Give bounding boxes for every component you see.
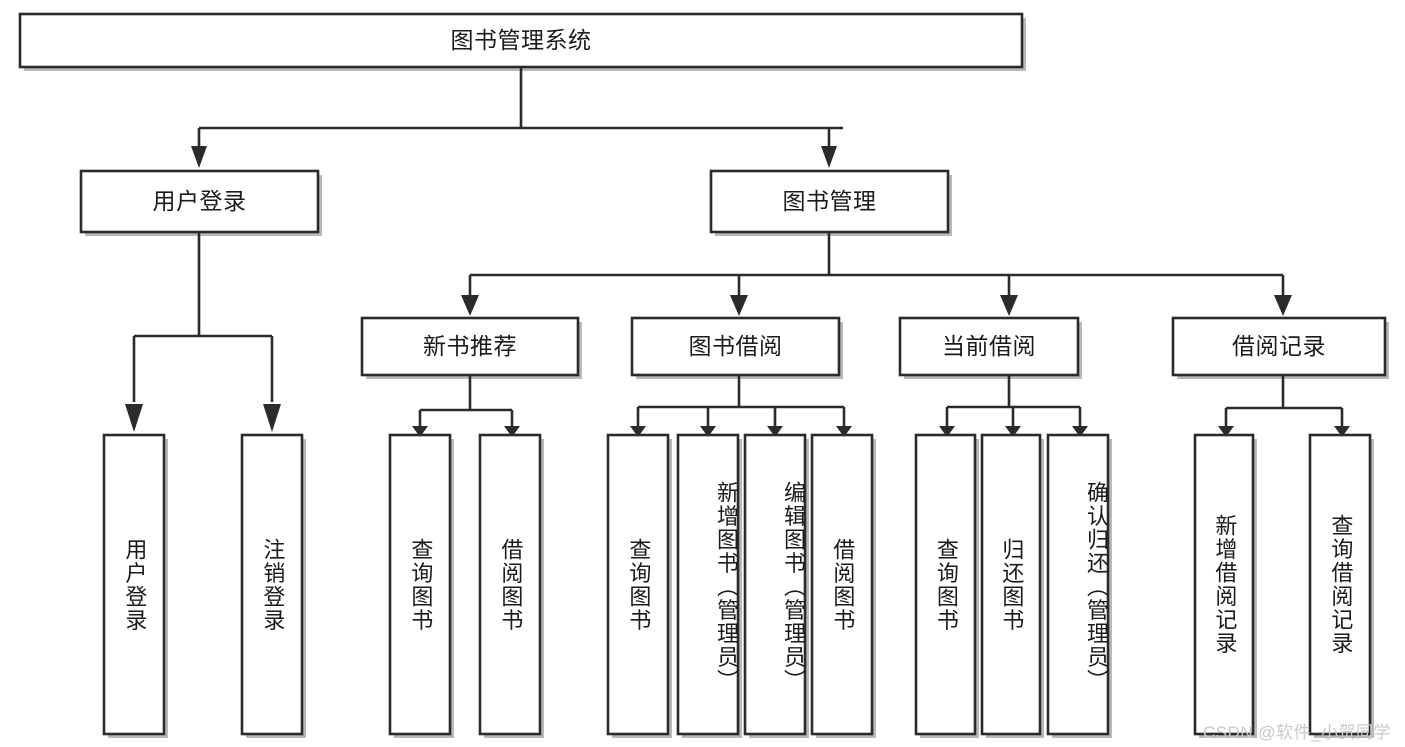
node-box-leaf-query-book-2[interactable] (606, 433, 670, 736)
node-box-book-manage[interactable] (709, 169, 950, 234)
node-box-leaf-add-book[interactable] (676, 433, 740, 736)
node-box-leaf-logout[interactable] (240, 433, 304, 736)
node-box-borrow-record[interactable] (1171, 316, 1387, 377)
node-box-leaf-edit-book[interactable] (743, 433, 807, 736)
node-box-user-login[interactable] (79, 169, 320, 234)
node-box-leaf-borrow-book-1[interactable] (478, 433, 542, 736)
node-box-current-borrow[interactable] (898, 316, 1080, 377)
node-box-leaf-add-record[interactable] (1193, 433, 1255, 736)
node-box-leaf-query-record[interactable] (1308, 433, 1372, 736)
node-boxes (18, 12, 1387, 736)
node-box-leaf-user-login[interactable] (102, 433, 166, 736)
node-box-book-borrow[interactable] (630, 316, 841, 377)
node-box-leaf-query-book-1[interactable] (388, 433, 452, 736)
node-box-new-book-rec[interactable] (360, 316, 580, 377)
arrow-heads (125, 146, 1350, 437)
node-box-leaf-borrow-book-2[interactable] (810, 433, 874, 736)
node-box-leaf-confirm-return[interactable] (1046, 433, 1110, 736)
node-box-leaf-return-book[interactable] (980, 433, 1042, 736)
node-box-root[interactable] (18, 12, 1024, 69)
connector-lines (132, 67, 1344, 428)
node-box-leaf-query-book-3[interactable] (914, 433, 977, 736)
